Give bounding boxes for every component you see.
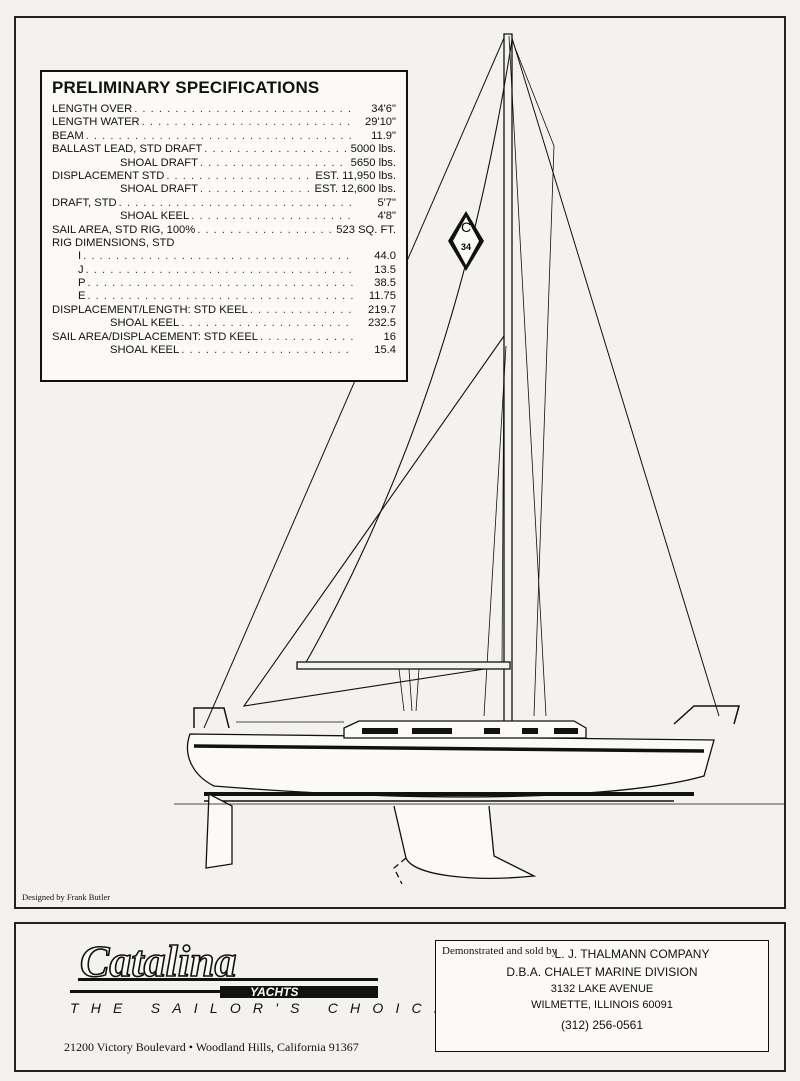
- insignia-number: 34: [461, 242, 471, 252]
- dealer-phone: (312) 256-0561: [560, 1018, 644, 1032]
- hull: [186, 733, 715, 798]
- spec-row: SAIL AREA, STD RIG, 100%523 SQ. FT.: [52, 224, 396, 237]
- catalina-logo: Catalina YACHTS: [70, 938, 378, 999]
- dealer-stamp: Demonstrated and sold by L. J. THALMANN …: [435, 940, 769, 1052]
- specs-title: PRELIMINARY SPECIFICATIONS: [52, 78, 320, 97]
- spec-row: P38.5: [52, 277, 396, 290]
- sailboat-drawing: C 34: [174, 33, 784, 885]
- company-address: 21200 Victory Boulevard • Woodland Hills…: [64, 1040, 359, 1054]
- keel: [393, 805, 537, 879]
- spec-row: SHOAL DRAFTEST. 12,600 lbs.: [52, 183, 396, 196]
- spec-row: BALLAST LEAD, STD DRAFT5000 lbs.: [52, 143, 396, 156]
- spec-row: I44.0: [52, 250, 396, 263]
- sail-insignia: [448, 211, 484, 271]
- dealer-city: WILMETTE, ILLINOIS 60091: [531, 999, 673, 1011]
- specifications-box: PRELIMINARY SPECIFICATIONS LENGTH OVER34…: [40, 70, 408, 382]
- spec-row: LENGTH WATER29'10": [52, 116, 396, 129]
- spec-row: DISPLACEMENT STDEST. 11,950 lbs.: [52, 170, 396, 183]
- mast: [503, 33, 513, 737]
- spec-row: LENGTH OVER34'6": [52, 103, 396, 116]
- dealer-division: D.B.A. CHALET MARINE DIVISION: [506, 965, 698, 979]
- spec-row: SAIL AREA/DISPLACEMENT: STD KEEL16: [52, 331, 396, 344]
- dealer-street: 3132 LAKE AVENUE: [550, 983, 654, 995]
- spec-row: DISPLACEMENT/LENGTH: STD KEEL219.7: [52, 304, 396, 317]
- spec-row: BEAM11.9": [52, 130, 396, 143]
- rudder: [205, 792, 233, 869]
- insignia-letter: C: [461, 219, 471, 235]
- spec-row: E11.75: [52, 290, 396, 303]
- spec-row: SHOAL KEEL232.5: [52, 317, 396, 330]
- dealer-name: L. J. THALMANN COMPANY: [554, 947, 710, 961]
- tagline: THE SAILOR'S CHOICE: [70, 1000, 456, 1016]
- spec-row: RIG DIMENSIONS, STD: [52, 236, 175, 249]
- logo-word: Catalina: [80, 938, 237, 986]
- spec-row: DRAFT, STD5'7": [52, 197, 396, 210]
- spec-row: SHOAL KEEL4'8": [52, 210, 396, 223]
- dealer-prefix: Demonstrated and sold by: [442, 945, 558, 957]
- spec-row: SHOAL KEEL15.4: [52, 344, 396, 357]
- spec-row: SHOAL DRAFT5650 lbs.: [52, 157, 396, 170]
- logo-sub: YACHTS: [250, 985, 298, 999]
- boom: [296, 661, 511, 670]
- drawing-frame: [14, 16, 786, 909]
- spec-row: J13.5: [52, 264, 396, 277]
- footer-frame: [14, 922, 786, 1072]
- designer-credit: Designed by Frank Butler: [22, 892, 111, 902]
